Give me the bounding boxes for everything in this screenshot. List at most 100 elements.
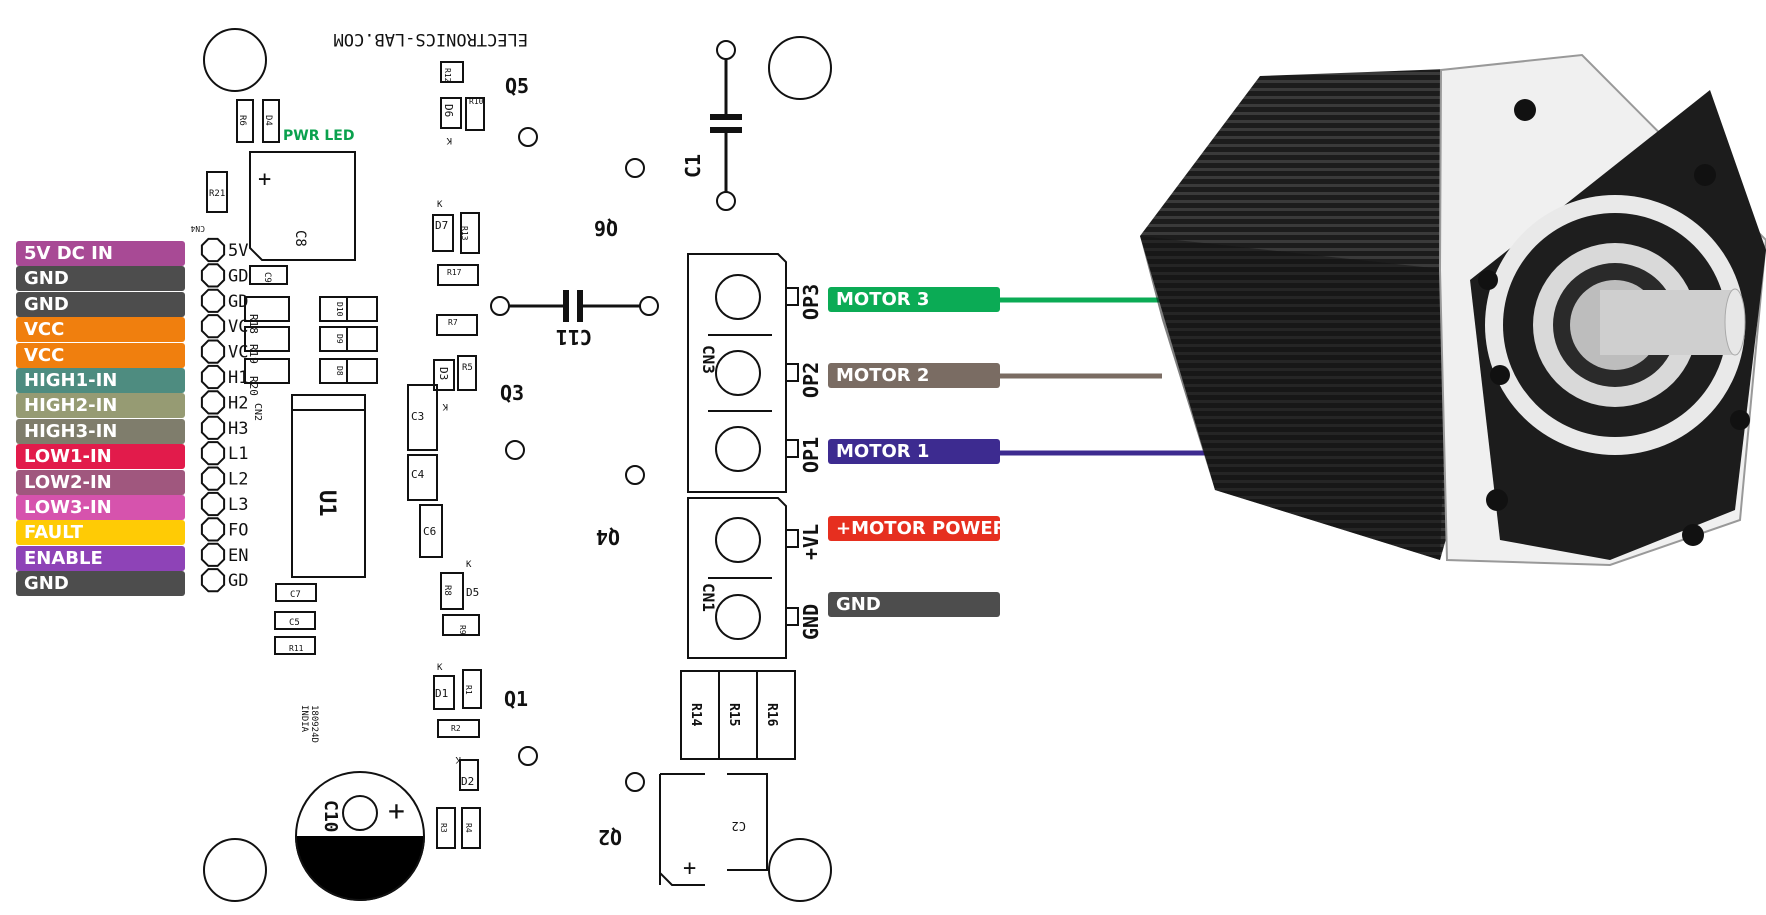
board-label-r1: R1	[464, 685, 473, 695]
output-label: GND	[828, 592, 1000, 617]
cn4-pin-label: GD	[228, 571, 248, 591]
header-pin	[200, 466, 226, 491]
board-label-c2: C2	[732, 819, 746, 833]
board-label-country: INDIA	[299, 705, 309, 733]
header-pin	[200, 415, 226, 440]
cn4-pin-label: H2	[228, 393, 248, 413]
header-pin	[200, 390, 226, 415]
board-label-plus: +	[683, 856, 696, 881]
board-label-d7: D7	[435, 219, 448, 232]
c2-capacitor	[659, 773, 768, 886]
cn4-pin-label: GD	[228, 266, 248, 286]
cn4-pin-label: H1	[228, 368, 248, 388]
board-label-k: K	[442, 401, 448, 411]
board-label-c3: C3	[411, 410, 424, 423]
pin-label: LOW2-IN	[16, 469, 185, 495]
board-label-r17: R17	[447, 268, 462, 277]
pin-label: LOW3-IN	[16, 495, 185, 520]
cn4-pin-label: L1	[228, 444, 248, 464]
board-label-r3: R3	[439, 823, 448, 833]
board-label-r4: R4	[464, 823, 473, 833]
board-label-r16: R16	[764, 703, 779, 727]
board-label-r7: R7	[448, 318, 458, 327]
cn4-pin-label: H3	[228, 419, 248, 439]
header-pin	[200, 237, 226, 263]
board-label-gnd: GND	[799, 604, 823, 640]
board-label-k: K	[466, 560, 472, 570]
board-label-d10: D10	[335, 302, 344, 317]
board-label-r11: R11	[289, 644, 304, 653]
board-label-pwr_led: PWR LED	[283, 128, 354, 144]
cn4-pin-label: VC	[228, 343, 248, 363]
c8-outline	[249, 151, 356, 261]
board-label-r20: R20	[247, 376, 260, 396]
output-label: MOTOR 2	[828, 363, 1000, 388]
board-label-c6: C6	[423, 525, 436, 538]
cn4-pin-label: L2	[228, 470, 248, 490]
pin-label: VCC	[16, 342, 185, 368]
board-label-d3: D3	[437, 367, 450, 380]
header-pin	[200, 441, 226, 466]
header-pin	[200, 339, 226, 364]
cn4-pin-label: VC	[228, 317, 248, 337]
board-label-c5: C5	[289, 618, 300, 628]
board-label-r15: R15	[726, 703, 741, 726]
board-label-cn2: CN2	[252, 403, 263, 421]
output-label: MOTOR 3	[828, 287, 1000, 312]
cn4-pin-label: GD	[228, 292, 248, 312]
board-label-r13: R13	[460, 226, 469, 241]
board-label-r21: R21	[209, 189, 225, 199]
board-label-r6: R6	[237, 115, 247, 126]
board-label-website: ELECTRONICS-LAB.COM	[334, 29, 528, 49]
board-label-k: K	[437, 663, 443, 673]
board-label-q6: Q6	[594, 216, 618, 240]
board-label-r12: R12	[443, 68, 452, 83]
header-pin	[200, 517, 226, 542]
board-label-r19: R19	[247, 344, 260, 364]
board-label-c1: C1	[681, 154, 705, 178]
cn4-pin-label: 5V	[228, 241, 248, 261]
output-label: MOTOR 1	[828, 439, 1000, 464]
board-label-op3: OP3	[799, 284, 823, 320]
board-label-k: K	[446, 135, 452, 145]
mounting-hole	[203, 28, 267, 92]
board-label-date_code: 180924D	[309, 705, 319, 743]
cn4-pin-label: FO	[228, 520, 248, 540]
board-label-r5: R5	[462, 363, 473, 373]
board-label-plus: +	[388, 794, 405, 827]
pin-label: HIGH2-IN	[16, 393, 185, 419]
board-label-q5: Q5	[505, 74, 529, 98]
header-pin	[200, 364, 226, 390]
pin-label: FAULT	[16, 520, 185, 546]
board-label-d8: D8	[335, 366, 344, 376]
board-label-c8: C8	[292, 230, 308, 247]
header-pin	[200, 568, 226, 593]
header-pin	[200, 263, 226, 288]
board-label-d4: D4	[263, 115, 273, 126]
header-pin	[200, 542, 226, 567]
pin-label: 5V DC IN	[16, 241, 185, 266]
pin-label: ENABLE	[16, 545, 185, 571]
pin-label: GND	[16, 266, 185, 292]
stepper-motor	[1140, 53, 1766, 567]
header-pin	[200, 314, 226, 339]
pin-label: HIGH3-IN	[16, 418, 185, 444]
header-pin	[200, 288, 226, 313]
pin-label: LOW1-IN	[16, 444, 185, 470]
cn1-connector	[687, 497, 787, 659]
board-label-cn1: CN1	[699, 583, 718, 612]
pin-label: HIGH1-IN	[16, 368, 185, 393]
board-label-d2: D2	[461, 775, 474, 788]
pin-label: GND	[16, 571, 185, 597]
mounting-hole	[768, 36, 832, 100]
board-label-d5: D5	[466, 586, 479, 599]
board-label-c7: C7	[290, 590, 301, 600]
pin-label: VCC	[16, 317, 185, 343]
board-label-vl: +VL	[799, 524, 823, 560]
cn4-pin-label: EN	[228, 546, 248, 566]
board-label-c11: C11	[556, 325, 592, 349]
board-label-op2: OP2	[799, 362, 823, 398]
